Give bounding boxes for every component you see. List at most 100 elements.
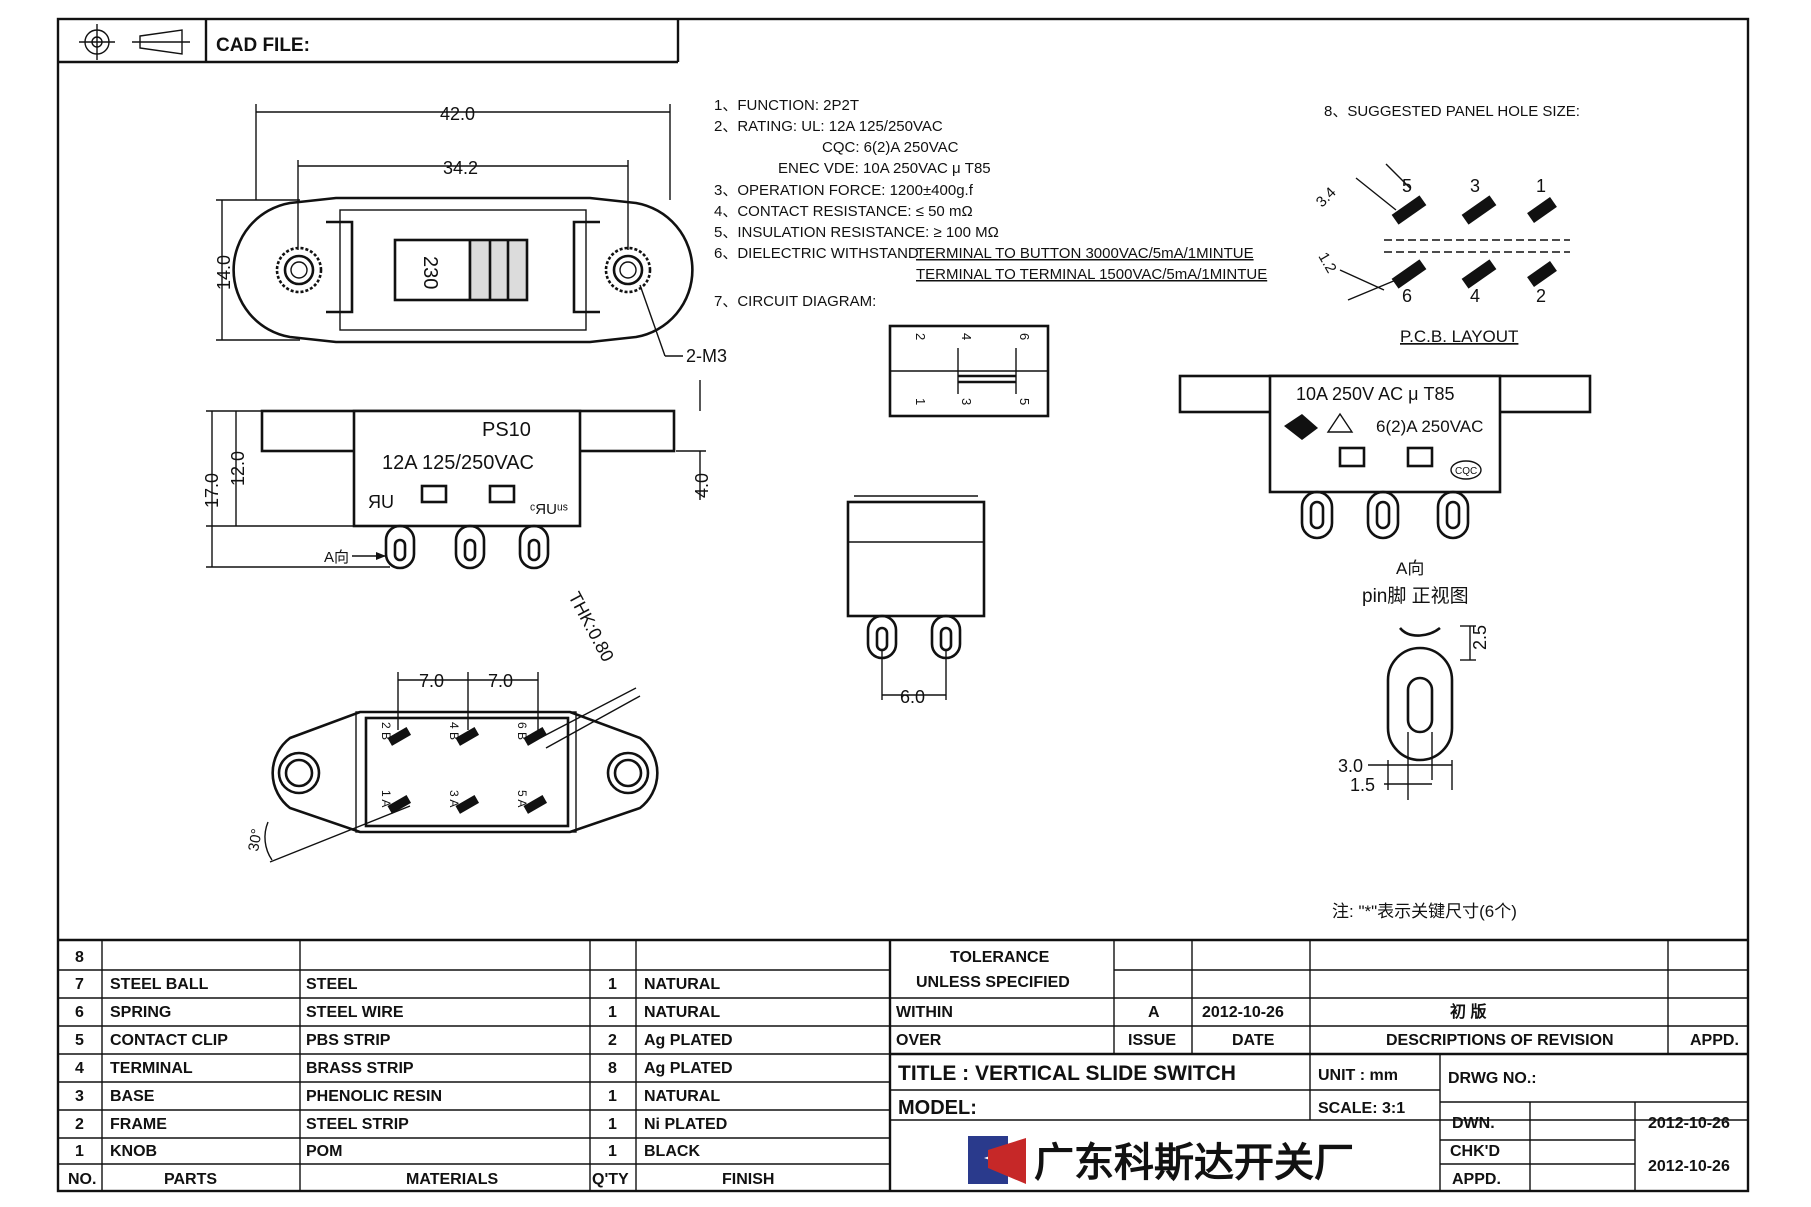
bom-material-6: STEEL WIRE	[306, 1004, 404, 1021]
revision-letter: A	[1148, 1004, 1160, 1021]
bom-qty-7: 1	[608, 976, 617, 993]
circuit-pin-6: 6	[1017, 333, 1032, 340]
unit-label: UNIT : mm	[1318, 1067, 1398, 1084]
circuit-pin-5: 5	[1017, 398, 1032, 405]
pcb-pin-4: 4	[1470, 286, 1480, 306]
pin-dim-30: 3.0	[1338, 756, 1363, 776]
pcb-label: P.C.B. LAYOUT	[1400, 327, 1518, 346]
a-direction-label: A向	[324, 549, 349, 566]
date-label: DATE	[1232, 1032, 1275, 1049]
pin-label-1: 1 A	[379, 790, 393, 807]
sheet-border	[56, 17, 1750, 1193]
company-logo	[968, 1136, 1026, 1184]
pitch-2: 7.0	[488, 671, 513, 691]
ul-mark-icon: ЯU	[368, 492, 394, 512]
checked-label: CHK'D	[1450, 1143, 1500, 1160]
side-terminals	[384, 524, 550, 570]
bom-finish-5: Ag PLATED	[644, 1032, 733, 1049]
spec-dielectric-2: TERMINAL TO TERMINAL 1500VAC/5mA/1MINTUE	[916, 266, 1267, 283]
side-view: 4.0 12.0 17.0 PS10 12A 125/250VAC ЯU ᶜЯU…	[202, 380, 712, 570]
bom-finish-1: BLACK	[644, 1143, 700, 1160]
descriptions-of-revision-label: DESCRIPTIONS OF REVISION	[1386, 1032, 1614, 1049]
pin-view-label: pin脚 正视图	[1362, 585, 1469, 607]
pin-label-3: 3 A	[447, 790, 461, 807]
spec-panel-hole: 8、SUGGESTED PANEL HOLE SIZE:	[1324, 103, 1580, 120]
model-field-label: MODEL:	[898, 1097, 977, 1119]
bom-qty-5: 2	[608, 1032, 617, 1049]
unless-specified-label: UNLESS SPECIFIED	[916, 974, 1070, 991]
title-block: TOLERANCE UNLESS SPECIFIED WITHIN OVER A…	[890, 940, 1748, 1191]
bom-header-no: NO.	[68, 1171, 96, 1188]
bom-part-4: TERMINAL	[110, 1060, 193, 1077]
spec-rating-cqc: CQC: 6(2)A 250VAC	[822, 139, 959, 156]
bom-no-7: 7	[75, 976, 84, 993]
dim-17: 17.0	[202, 473, 222, 508]
bom-part-7: STEEL BALL	[110, 976, 209, 993]
circuit-pin-2: 2	[913, 333, 928, 340]
vde-mark-icon	[1326, 412, 1354, 433]
end-view: 6.0	[846, 495, 986, 707]
circuit-pin-3: 3	[959, 398, 974, 405]
header-block: CAD FILE:	[58, 19, 680, 64]
cad-file-label: CAD FILE:	[216, 35, 310, 56]
pin-dim-25: 2.5	[1470, 625, 1490, 650]
bom-no-6: 6	[75, 1004, 84, 1021]
bom-material-4: BRASS STRIP	[306, 1060, 414, 1077]
cul-mark-icon: ᶜЯUᵘˢ	[530, 501, 568, 518]
drawing-title: TITLE : VERTICAL SLIDE SWITCH	[898, 1062, 1236, 1085]
within-label: WITHIN	[896, 1004, 953, 1021]
spec-circuit-diagram: 7、CIRCUIT DIAGRAM:	[714, 293, 876, 310]
bom-part-1: KNOB	[110, 1143, 157, 1160]
spec-function: 1、FUNCTION: 2P2T	[714, 97, 859, 114]
bom-header-qty: Q'TY	[592, 1171, 629, 1188]
specifications: 1、FUNCTION: 2P2T 2、RATING: UL: 12A 125/2…	[714, 97, 1580, 310]
pcb-pin-5: 5	[1402, 176, 1412, 196]
pin-dim-15: 1.5	[1350, 775, 1375, 795]
company-name: 广东科斯达开关厂	[1034, 1140, 1354, 1186]
top-view: 42.0 34.2 14.0 230 2-M3	[214, 104, 727, 366]
bom-header-materials: MATERIALS	[406, 1171, 498, 1188]
thk-label: THK:0.80	[564, 588, 617, 665]
dim-height: 14.0	[214, 255, 234, 290]
bom-no-3: 3	[75, 1088, 84, 1105]
bom-material-2: STEEL STRIP	[306, 1116, 409, 1133]
issue-label: ISSUE	[1128, 1032, 1176, 1049]
bom-header-finish: FINISH	[722, 1171, 774, 1188]
bom-no-2: 2	[75, 1116, 84, 1133]
spec-dielectric-1: TERMINAL TO BUTTON 3000VAC/5mA/1MINTUE	[916, 245, 1254, 262]
bom-finish-6: NATURAL	[644, 1004, 720, 1021]
bom-part-3: BASE	[110, 1088, 155, 1105]
pitch-1: 7.0	[419, 671, 444, 691]
bom-no-5: 5	[75, 1032, 84, 1049]
bom-part-5: CONTACT CLIP	[110, 1032, 228, 1049]
dim-12: 12.0	[228, 451, 248, 486]
pin-label-4: 4 B	[447, 722, 461, 740]
spec-dielectric: 6、DIELECTRIC WITHSTAND:	[714, 245, 923, 262]
spec-rating-enec: ENEC VDE: 10A 250VAC μ T85	[778, 160, 991, 177]
rear-view: 10A 250V AC μ T85 6(2)A 250VAC CQC A向 pi…	[1178, 374, 1592, 607]
bom-material-5: PBS STRIP	[306, 1032, 391, 1049]
rear-rating-2: 6(2)A 250VAC	[1376, 417, 1483, 436]
bom-no-4: 4	[75, 1060, 84, 1077]
bom-finish-7: NATURAL	[644, 976, 720, 993]
pin-detail: 2.5 3.0 1.5	[1338, 625, 1490, 800]
dim-4: 4.0	[692, 473, 712, 498]
end-dim: 6.0	[900, 687, 925, 707]
bom-no-1: 1	[75, 1143, 84, 1160]
drawn-label: DWN.	[1452, 1115, 1495, 1132]
screw-label: 2-M3	[686, 346, 727, 366]
bom-material-3: PHENOLIC RESIN	[306, 1088, 442, 1105]
knob-label: 230	[419, 256, 441, 289]
bottom-view: 7.0 7.0 2 B 4 B 6 B 1 A 3 A 5 A THK:0.80…	[245, 588, 659, 863]
pin-label-2: 2 B	[379, 722, 393, 740]
bom-material-7: STEEL	[306, 976, 358, 993]
spec-contact-resistance: 4、CONTACT RESISTANCE: ≤ 50 mΩ	[714, 203, 973, 220]
bom-no-8: 8	[75, 949, 84, 966]
pcb-dim-a: 3.4	[1313, 184, 1340, 211]
pcb-pin-2: 2	[1536, 286, 1546, 306]
circuit-pin-1: 1	[913, 398, 928, 405]
circuit-pin-4: 4	[959, 333, 974, 340]
appd-header-label: APPD.	[1690, 1032, 1739, 1049]
bom-material-1: POM	[306, 1143, 342, 1160]
